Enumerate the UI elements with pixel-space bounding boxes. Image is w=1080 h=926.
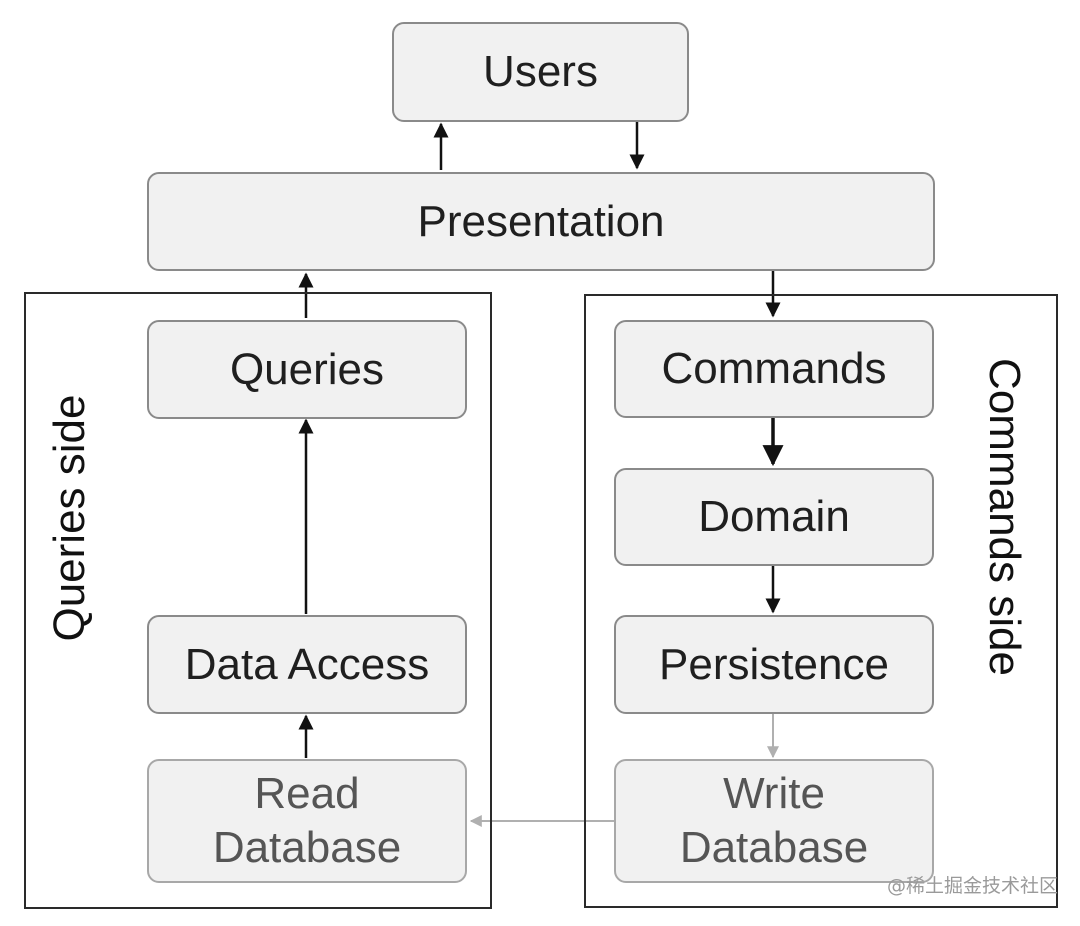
users-label: Users	[483, 47, 598, 97]
read-database-label-line-2: Database	[212, 823, 402, 872]
queries-node: Queries	[147, 320, 467, 419]
presentation-node: Presentation	[147, 172, 935, 271]
persistence-label: Persistence	[659, 639, 889, 689]
watermark-text: @稀土掘金技术社区	[886, 875, 1058, 897]
queries-side-container	[24, 292, 492, 909]
read-database-label-line-1: Read	[254, 769, 360, 819]
domain-label: Domain	[698, 492, 850, 542]
commands-side-label: Commands side	[980, 358, 1029, 676]
queries-label: Queries	[229, 344, 385, 394]
commands-side-container	[584, 294, 1058, 908]
persistence-node: Persistence	[614, 615, 934, 714]
data-access-label: Data Access	[184, 639, 430, 689]
write-database-label-line-2: Database	[679, 823, 869, 872]
commands-label: Commands	[661, 344, 887, 394]
domain-node: Domain	[614, 468, 934, 566]
write-database-label-line-1: Write	[723, 769, 825, 819]
commands-node: Commands	[614, 320, 934, 418]
presentation-label: Presentation	[417, 196, 665, 246]
read-database-node: Read Database	[147, 759, 467, 883]
users-node: Users	[392, 22, 689, 122]
write-database-node: Write Database	[614, 759, 934, 883]
data-access-node: Data Access	[147, 615, 467, 714]
queries-side-label: Queries side	[45, 394, 94, 642]
